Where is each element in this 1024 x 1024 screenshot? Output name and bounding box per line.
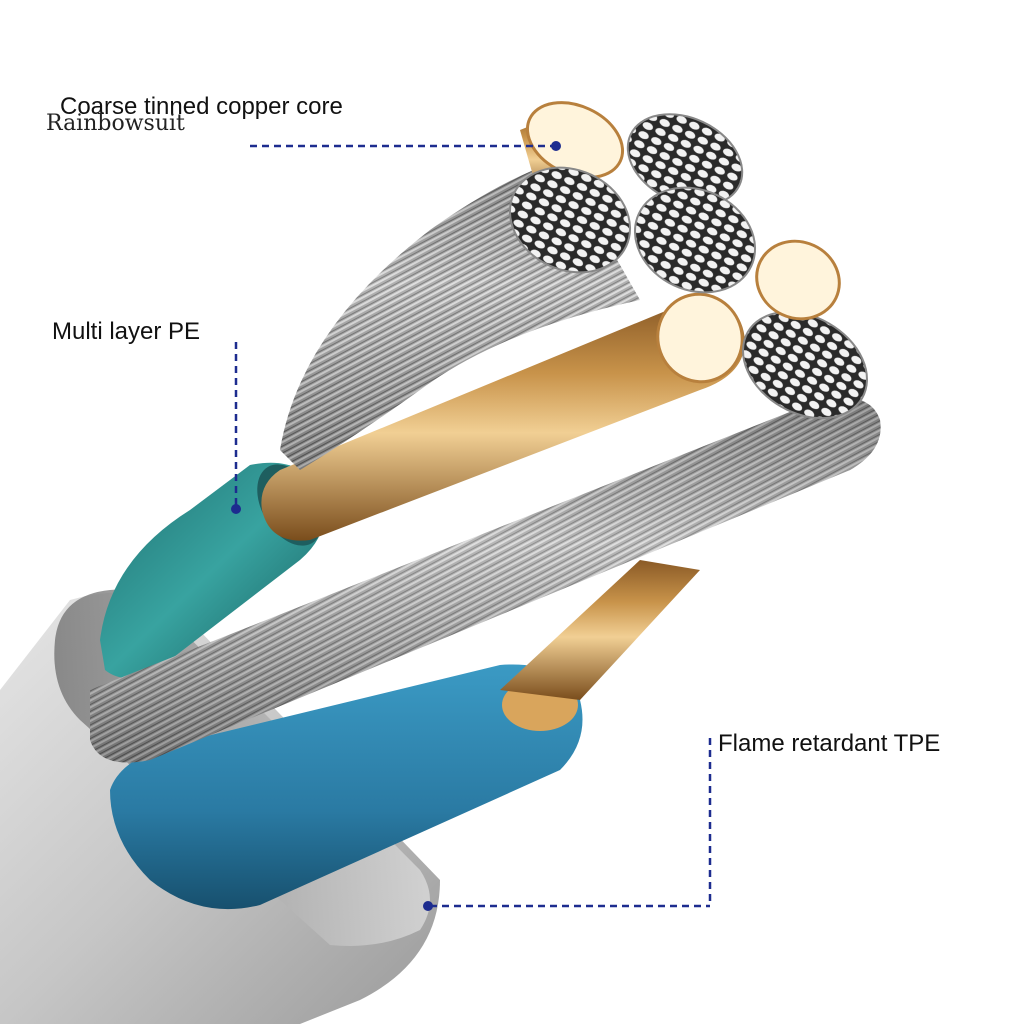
callout-label-copper-core: Coarse tinned copper core — [60, 93, 343, 120]
watermark-text: Rainbowsuit — [46, 111, 185, 136]
strand-end-faces — [508, 113, 868, 420]
tinned-strand-bundle-diagonal — [90, 397, 881, 763]
copper-core-right — [755, 239, 841, 321]
callout-line-core — [250, 141, 561, 151]
callout-label-multi-layer-pe: Multi layer PE — [52, 318, 201, 345]
callout-line-pe — [231, 342, 241, 514]
callout-line-tpe — [423, 738, 712, 911]
callout-label-flame-retardant-tpe: Flame retardant TPE — [718, 730, 941, 757]
copper-conductor-center — [261, 292, 745, 541]
blue-insulation — [110, 560, 700, 910]
